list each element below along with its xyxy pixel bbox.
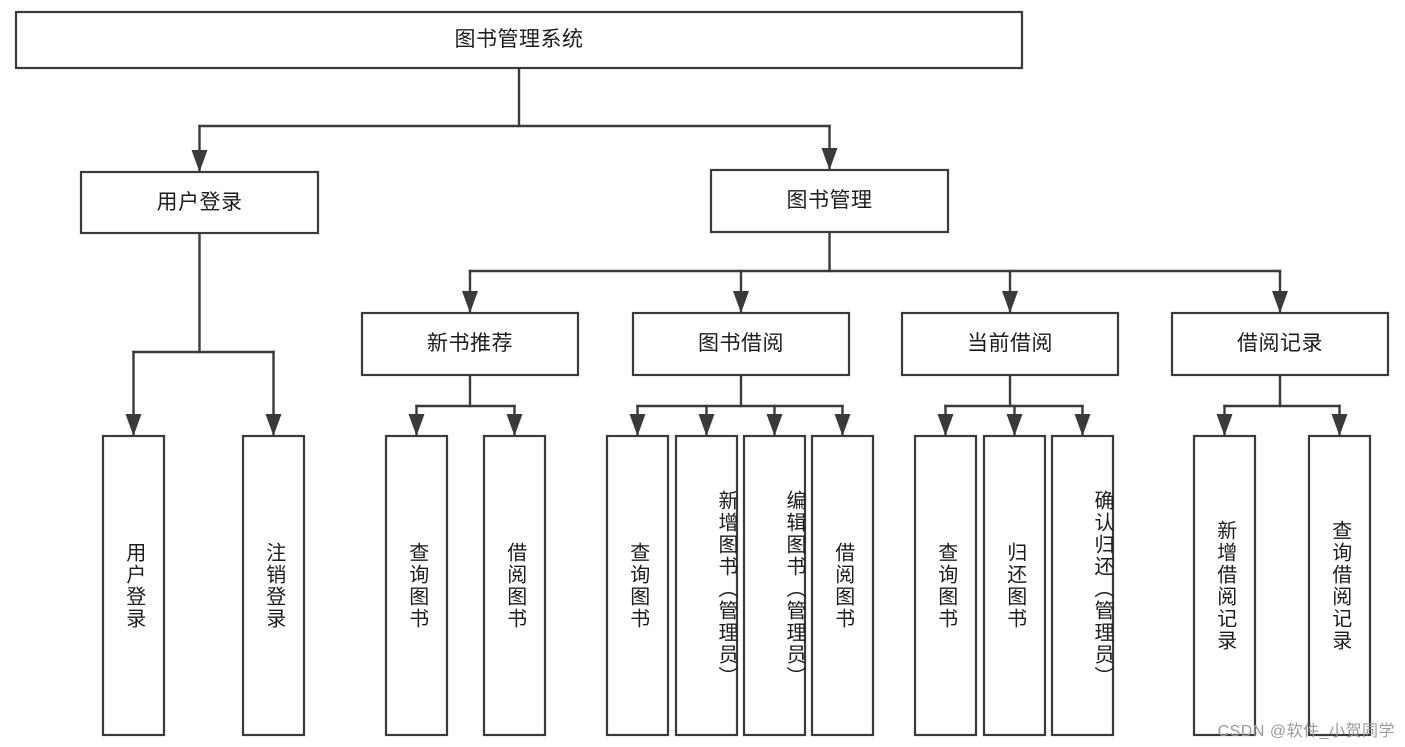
node-new-book-recommend[interactable] [360, 311, 580, 377]
connectors-layer [125, 66, 1348, 438]
borrow-records-arrow-1 [1331, 414, 1348, 436]
node-book-borrow[interactable] [631, 311, 851, 377]
node-user-login[interactable] [79, 170, 320, 235]
node-leaf-return-books[interactable] [982, 434, 1047, 737]
borrow-records-arrow-0 [1216, 414, 1233, 436]
node-leaf-confirm-return-admin[interactable] [1050, 434, 1115, 737]
node-borrow-records[interactable] [1170, 311, 1390, 377]
node-leaf-add-borrow-record[interactable] [1192, 434, 1257, 737]
csdn-watermark: CSDN @软件_小贺同学 [1217, 723, 1395, 740]
book-management-arrow-2 [1002, 291, 1018, 313]
new-book-recommend-arrow-1 [506, 414, 523, 436]
book-management-arrow-0 [462, 291, 478, 313]
current-borrow-arrow-2 [1074, 414, 1091, 436]
book-management-arrow-3 [1272, 291, 1288, 313]
node-current-borrow[interactable] [900, 311, 1120, 377]
node-leaf-edit-book-admin[interactable] [742, 434, 807, 737]
node-leaf-query-books-borrow[interactable] [605, 434, 670, 737]
node-book-management[interactable] [709, 168, 950, 234]
book-borrow-arrow-3 [834, 414, 851, 436]
user-login-arrow-1 [265, 414, 282, 436]
node-leaf-add-book-admin[interactable] [674, 434, 739, 737]
user-login-arrow-0 [125, 414, 142, 436]
node-leaf-borrow-books-borrow[interactable] [810, 434, 875, 737]
node-leaf-borrow-books-recommend[interactable] [482, 434, 547, 737]
node-root[interactable] [14, 10, 1024, 70]
root-arrow-0 [191, 150, 208, 172]
new-book-recommend-arrow-0 [408, 414, 425, 436]
current-borrow-arrow-1 [1006, 414, 1023, 436]
book-management-arrow-1 [733, 291, 749, 313]
node-leaf-query-books-current[interactable] [913, 434, 978, 737]
book-borrow-arrow-2 [766, 414, 783, 436]
book-borrow-arrow-0 [629, 414, 646, 436]
node-leaf-query-books-recommend[interactable] [384, 434, 449, 737]
node-leaf-logout-login[interactable] [241, 434, 306, 737]
current-borrow-arrow-0 [937, 414, 954, 436]
boxes-layer [14, 10, 1390, 737]
node-leaf-user-login[interactable] [101, 434, 166, 737]
root-arrow-1 [821, 148, 838, 170]
book-borrow-arrow-1 [698, 414, 715, 436]
node-leaf-query-borrow-record[interactable] [1307, 434, 1372, 737]
